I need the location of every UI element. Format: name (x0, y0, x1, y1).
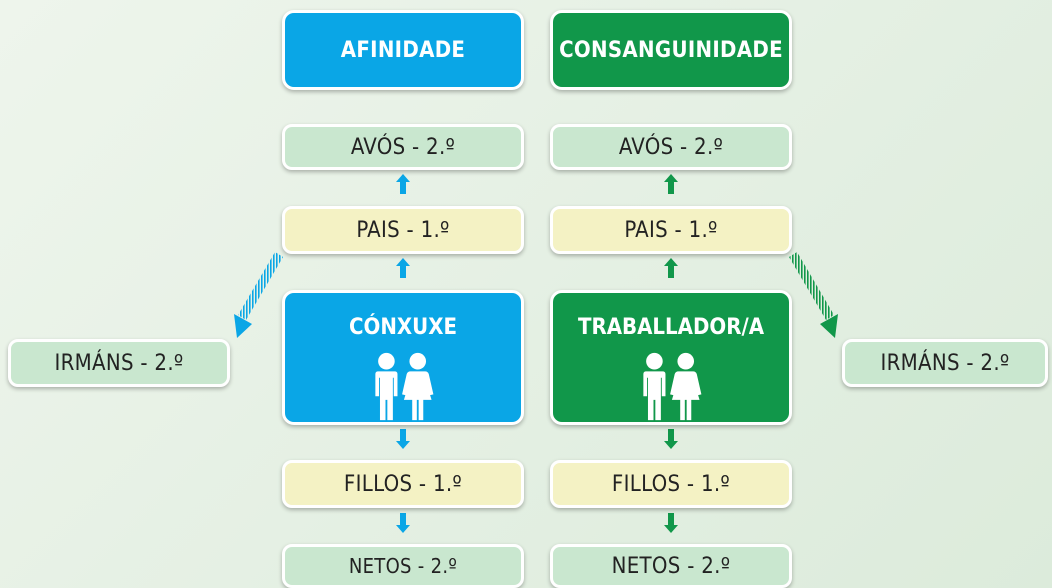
consanguinity-header: CONSANGUINIDADE (550, 10, 792, 90)
affinity-children-box: FILLOS - 1.º (282, 460, 524, 508)
arrow-up-icon (396, 258, 410, 278)
arrow-up-icon (664, 174, 678, 194)
consanguinity-children-label: FILLOS - 1.º (611, 471, 731, 497)
couple-icon (375, 352, 434, 421)
arrow-up-icon (396, 174, 410, 194)
consanguinity-parents-box: PAIS - 1.º (550, 206, 792, 254)
consanguinity-siblings-label: IRMÁNS - 2.º (880, 350, 1010, 376)
arrow-up-icon (664, 258, 678, 278)
consanguinity-parents-label: PAIS - 1.º (624, 217, 718, 243)
affinity-center-box: CÓNXUXE (282, 290, 524, 425)
affinity-center-label: CÓNXUXE (348, 315, 458, 340)
couple-icon (643, 352, 702, 421)
consanguinity-grandchildren-box: NETOS - 2.º (550, 544, 792, 588)
arrow-diagonal-icon (789, 252, 838, 338)
affinity-grandchildren-box: NETOS - 2.º (282, 544, 524, 588)
arrow-down-icon (396, 513, 410, 533)
affinity-grandparents-label: AVÓS - 2.º (350, 134, 456, 160)
consanguinity-center-label: TRABALLADOR/A (577, 315, 765, 340)
arrow-diagonal-icon (234, 252, 283, 338)
affinity-parents-label: PAIS - 1.º (356, 217, 450, 243)
consanguinity-grandparents-label: AVÓS - 2.º (618, 134, 724, 160)
consanguinity-center-box: TRABALLADOR/A (550, 290, 792, 425)
affinity-header: AFINIDADE (282, 10, 524, 90)
consanguinity-grandparents-box: AVÓS - 2.º (550, 124, 792, 170)
affinity-grandchildren-label: NETOS - 2.º (348, 554, 458, 578)
affinity-grandparents-box: AVÓS - 2.º (282, 124, 524, 170)
consanguinity-siblings-box: IRMÁNS - 2.º (842, 339, 1048, 387)
consanguinity-header-label: CONSANGUINIDADE (559, 37, 783, 63)
affinity-children-label: FILLOS - 1.º (343, 471, 463, 497)
consanguinity-grandchildren-label: NETOS - 2.º (611, 553, 731, 579)
affinity-siblings-label: IRMÁNS - 2.º (54, 350, 184, 376)
consanguinity-children-box: FILLOS - 1.º (550, 460, 792, 508)
arrow-down-icon (664, 429, 678, 449)
affinity-header-label: AFINIDADE (340, 37, 466, 63)
arrow-down-icon (396, 429, 410, 449)
affinity-siblings-box: IRMÁNS - 2.º (8, 339, 230, 387)
arrow-down-icon (664, 513, 678, 533)
affinity-parents-box: PAIS - 1.º (282, 206, 524, 254)
